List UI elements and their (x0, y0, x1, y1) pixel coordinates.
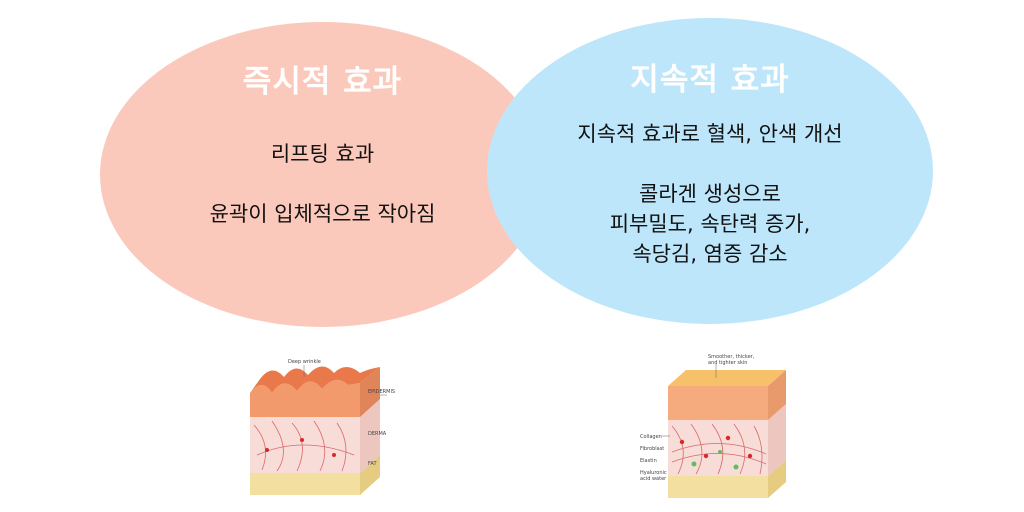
hyaluronic-label: Hyaluronic (640, 470, 667, 476)
lasting-effect-line-1: 지속적 효과로 혈색, 안색 개선 (577, 122, 843, 146)
dermis-layer-side (768, 404, 786, 476)
lasting-effect-line-2c: 속당김, 염증 감소 (632, 242, 788, 266)
collagen-label: Collagen (640, 434, 662, 440)
fibroblast-label: Fibroblast (640, 446, 664, 452)
lasting-effect-line-2a: 콜라겐 생성으로 (639, 182, 781, 206)
smooth-skin-illustration: Smoother, thicker, and tighter skin Coll… (640, 354, 786, 498)
lasting-effect-line-2b: 피부밀도, 속탄력 증가, (609, 212, 811, 236)
acid-water-label: acid water (640, 476, 667, 482)
epidermis-front (250, 379, 360, 417)
fibroblast-cells (265, 438, 336, 457)
deep-wrinkle-label: Deep wrinkle (288, 359, 321, 365)
wrinkled-skin-illustration: Deep wrinkle EPIDERMIS DERMA FAT (250, 359, 395, 495)
elastin-label: Elastin (640, 458, 657, 464)
fat-layer-side (768, 460, 786, 498)
derma-label: DERMA (368, 431, 387, 437)
smoother-skin-label-2: and tighter skin (708, 360, 747, 366)
fat-layer-side (360, 455, 380, 495)
immediate-effect-line-2: 윤곽이 입체적으로 작아짐 (209, 202, 436, 226)
epidermis-front (668, 386, 768, 420)
hyaluronic-acid-droplets (691, 450, 739, 470)
collagen-fibers (253, 420, 355, 472)
smoother-skin-label-1: Smoother, thicker, (708, 354, 755, 360)
fat-layer-front (250, 473, 360, 495)
lasting-effect-title: 지속적 효과 (630, 62, 790, 98)
immediate-effect-title: 즉시적 효과 (242, 64, 403, 100)
epidermis-top (668, 370, 786, 386)
immediate-effect-bubble: 즉시적 효과 리프팅 효과 윤곽이 입체적으로 작아짐 (100, 22, 545, 327)
epidermis-side (360, 367, 380, 417)
fat-layer-front (668, 476, 768, 498)
lasting-effect-bubble: 지속적 효과 지속적 효과로 혈색, 안색 개선 콜라겐 생성으로 피부밀도, … (487, 18, 933, 324)
dermis-layer-side (360, 399, 380, 473)
fat-label: FAT (368, 461, 377, 467)
collagen-fibers (671, 423, 767, 475)
fibroblast-cells (679, 435, 753, 459)
epidermis-top (250, 366, 380, 393)
immediate-effect-line-1: 리프팅 효과 (270, 142, 375, 166)
epidermis-side (768, 370, 786, 420)
epidermis-label: EPIDERMIS (368, 389, 395, 395)
